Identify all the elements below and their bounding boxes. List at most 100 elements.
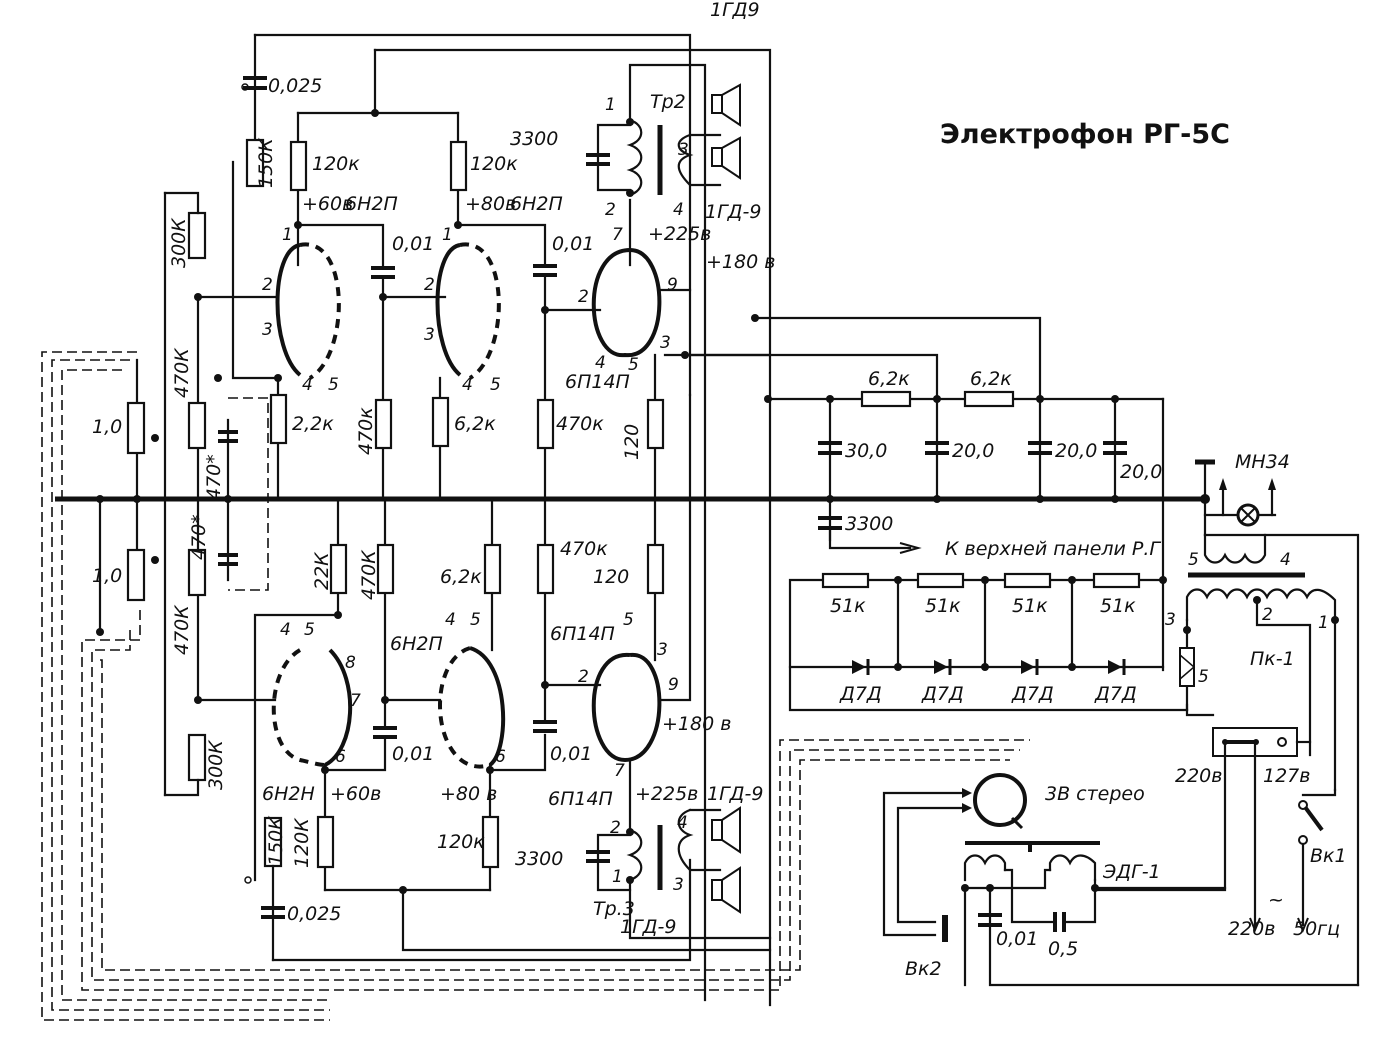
mains-voltage: 220в [1228,918,1275,940]
selector-option-127: 127в [1263,765,1310,787]
svg-text:1: 1 [612,867,623,887]
anode-resistor-lower-1 [316,815,335,869]
fuse-label: 5 [1198,667,1209,687]
tube1-lower-type: 6Н2Н [262,783,315,805]
cathode-resistor-upper-1 [269,393,288,445]
fuse [1179,647,1195,687]
svg-text:2: 2 [610,818,621,838]
grid-resistor-upper-3-label: 470к [556,413,604,435]
cathode-resistor-upper-2 [431,396,450,448]
motor-cap-2-label: 0,5 [1048,938,1078,960]
grid-resistor-lower-2-label: 470К [358,549,380,600]
svg-text:5: 5 [328,375,339,395]
tone-pot-lower-label: 470К [171,604,193,655]
input-section: 1,0 1,0 470К 470К 470* 470* 300К 300К [92,83,277,884]
motor-label: ЭДГ-1 [1102,861,1161,883]
tube3-lower-type: 6П14П [550,623,615,645]
rectifier-resistor-3 [1003,572,1052,589]
svg-text:1: 1 [605,95,616,115]
tube1-lower-voltage: +60в [330,783,381,805]
diode-2-label: Д7Д [921,683,964,705]
svg-text:5: 5 [304,620,315,640]
cathode-resistor-upper-3 [646,398,665,450]
svg-text:8: 8 [345,653,356,673]
feedback-pot-upper [245,138,265,188]
tr2-cap-label: 3300 [510,128,558,150]
anode-resistor-upper-1-label: 120к [312,153,360,175]
svg-text:4: 4 [302,375,313,395]
svg-text:7: 7 [350,691,361,711]
rectifier-resistor-1-label: 51к [830,595,866,617]
anode-resistor-upper-2-label: 120к [470,153,518,175]
coupling-cap-lower-2-label: 0,01 [550,743,592,765]
svg-text:4: 4 [280,620,291,640]
grid-resistor-300k-top [187,211,207,260]
anode-resistor-lower-1-label: 120К [291,817,313,868]
tube3-upper-anode-voltage: +225в [648,223,711,245]
output-cap-label: 3300 [845,513,893,535]
mains-frequency: 50гц [1293,918,1340,940]
coupling-cap-lower-1-label: 0,01 [392,743,434,765]
diode-1-label: Д7Д [839,683,882,705]
svg-text:6: 6 [335,747,346,767]
tone-resistor-lower-label: 470* [188,514,210,560]
motor-cap-1-label: 0,01 [996,928,1038,950]
speaker-lower-1-label: 1ГД-9 [707,783,763,805]
grid-resistor-upper-2-label: 470к [355,407,377,455]
tr3-label: Тр.3 [593,898,635,920]
svg-text:4: 4 [677,813,688,833]
feedback-pot-upper-label: 150К [255,137,277,188]
lamp-label: МН34 [1235,451,1290,473]
cathode-resistor-lower-3-label: 120 [593,566,629,588]
cathode-resistor-lower-2 [483,543,502,595]
tube2-lower-type: 6Н2П [390,633,443,655]
diode-4-label: Д7Д [1094,683,1137,705]
filter-cap-2-label: 20,0 [952,440,994,462]
tube2-upper-type: 6Н2П [510,193,563,215]
pickup-switch-label: Вк2 [905,958,942,980]
filter-cap-1-label: 30,0 [845,440,887,462]
pickup-label: 3В стерео [1045,783,1145,805]
filter-resistor-2-label: 6,2к [970,368,1012,390]
rectifier-resistor-2-label: 51к [925,595,961,617]
cathode-resistor-lower-2-label: 6,2к [440,566,482,588]
volume-pot-upper-label: 1,0 [92,416,122,438]
grid-resistor-upper-3 [536,398,555,450]
svg-text:5: 5 [623,610,634,630]
cathode-resistor-upper-3-label: 120 [621,424,643,460]
winding-pin-5: 5 [1188,550,1199,570]
cathode-resistor-upper-1-label: 2,2к [292,413,334,435]
power-switch-label: Вк1 [1310,845,1347,867]
tube1-upper-type: 6Н2П [345,193,398,215]
voltage-selector-name: Пк-1 [1250,648,1295,670]
svg-text:2: 2 [578,667,589,687]
rectifier-resistor-3-label: 51к [1012,595,1048,617]
tube2-lower-voltage: +80 в [440,783,497,805]
tube3-lower-type-2: 6П14П [548,788,613,810]
tone-pot-lower [187,548,207,597]
rectifier-resistor-4-label: 51к [1100,595,1136,617]
rectifier-resistor-4 [1092,572,1141,589]
speaker-upper-2-label: 1ГД-9 [705,201,761,223]
svg-text:1: 1 [442,225,453,245]
svg-text:5: 5 [490,375,501,395]
tube3-upper-screen-voltage: +180 в [706,251,775,273]
selector-option-220: 220в [1175,765,1222,787]
speaker-upper-1-label: 1ГД9 [710,0,760,21]
feedback-cap-lower-label: 0,025 [287,903,341,925]
svg-text:4: 4 [462,375,473,395]
anode-resistor-upper-1 [289,140,308,192]
svg-text:6: 6 [495,747,506,767]
svg-text:9: 9 [667,275,678,295]
speaker-lower-2-label: 1ГД-9 [620,916,676,938]
rectifier-resistor-2 [916,572,965,589]
diode-icons [852,659,1126,675]
svg-text:3: 3 [424,325,435,345]
power-supply: 6,2к 6,2к 30,0 20,0 20,0 20,0 3300 К вер… [683,314,1360,987]
transformer-pin-1: 1 [1318,613,1329,633]
cathode-resistor-lower-1-label: 22К [311,551,333,590]
filter-cap-3-label: 20,0 [1055,440,1097,462]
diode-3-label: Д7Д [1011,683,1054,705]
svg-text:4: 4 [595,353,606,373]
